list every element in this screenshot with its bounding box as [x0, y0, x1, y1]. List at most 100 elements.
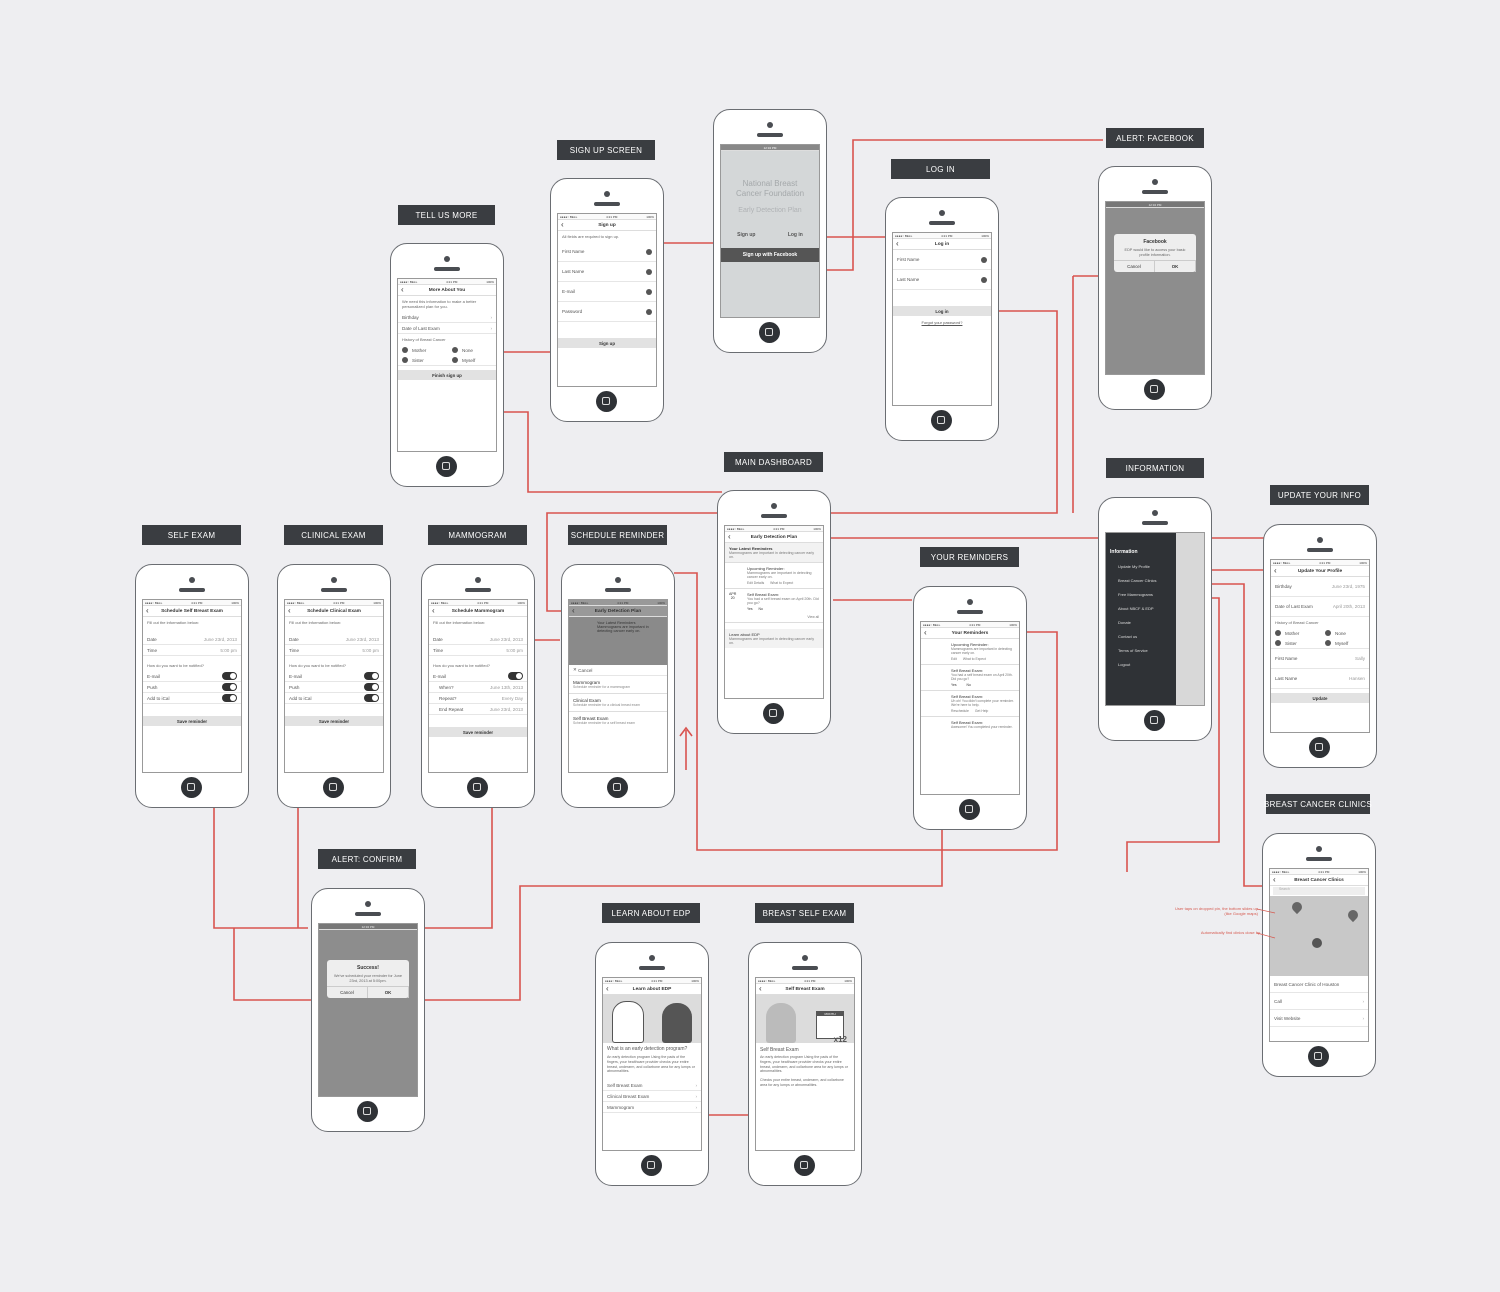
home-button[interactable] [607, 777, 628, 798]
save-reminder-button[interactable]: Save reminder [429, 727, 527, 737]
home-button[interactable] [641, 1155, 662, 1176]
home-button[interactable] [931, 410, 952, 431]
menu-contact[interactable]: Contact us [1118, 633, 1138, 639]
check-icon[interactable] [1325, 630, 1331, 636]
ok-button[interactable]: OK [368, 987, 409, 999]
menu-free-mammograms[interactable]: Free Mammograms [1118, 591, 1153, 597]
password-field[interactable]: Password [558, 302, 656, 322]
push-toggle[interactable] [222, 683, 237, 691]
home-button[interactable] [763, 703, 784, 724]
cancel-button[interactable]: Cancel [1114, 261, 1155, 273]
check-icon[interactable] [402, 357, 408, 363]
home-button[interactable] [759, 322, 780, 343]
home-button[interactable] [959, 799, 980, 820]
home-button[interactable] [467, 777, 488, 798]
yes-button[interactable]: Yes [747, 607, 753, 611]
link-mammogram[interactable]: Mammogram› [603, 1102, 701, 1114]
upcoming-card[interactable]: Upcoming Reminder:Mammograms are importa… [725, 563, 823, 589]
edit-button[interactable]: Edit [951, 657, 957, 661]
home-button[interactable] [794, 1155, 815, 1176]
save-reminder-button[interactable]: Save reminder [285, 716, 383, 726]
self-exam-item-3[interactable]: Self Breast Exam:Awesome! You completed … [921, 717, 1019, 732]
last-name-field[interactable]: Last Name [558, 262, 656, 282]
repeat-field[interactable]: Repeat?Every Day [429, 693, 527, 704]
home-button[interactable] [596, 391, 617, 412]
search-input[interactable]: Search [1273, 887, 1365, 895]
home-button[interactable] [1144, 379, 1165, 400]
menu-terms[interactable]: Terms of Service [1118, 647, 1148, 653]
log-in-button[interactable]: Log in [893, 306, 991, 316]
what-to-expect-button[interactable]: What to Expect [770, 581, 794, 585]
check-icon[interactable] [1325, 640, 1331, 646]
home-button[interactable] [436, 456, 457, 477]
map-pin-icon[interactable] [1289, 899, 1305, 915]
view-all-link[interactable]: View all [807, 615, 819, 619]
cancel-button[interactable]: Cancel [327, 987, 368, 999]
no-button[interactable]: No [758, 607, 763, 611]
email-toggle[interactable] [508, 672, 523, 680]
check-icon[interactable] [452, 357, 458, 363]
menu-about[interactable]: About NBCF & EDP [1118, 605, 1154, 611]
email-field[interactable]: E-mail [558, 282, 656, 302]
home-button[interactable] [357, 1101, 378, 1122]
update-button[interactable]: Update [1271, 693, 1369, 703]
check-icon[interactable] [402, 347, 408, 353]
last-name-field[interactable]: Last Name [893, 270, 991, 290]
save-reminder-button[interactable]: Save reminder [143, 716, 241, 726]
push-toggle[interactable] [364, 683, 379, 691]
menu-donate[interactable]: Donate [1118, 619, 1131, 625]
home-button[interactable] [1309, 737, 1330, 758]
edit-details-button[interactable]: Edit Details [747, 581, 765, 585]
check-icon[interactable] [1275, 630, 1281, 636]
check-icon[interactable] [452, 347, 458, 353]
visit-website-button[interactable]: Visit Website› [1270, 1010, 1368, 1027]
splash-sign-up-button[interactable]: Sign up [737, 232, 756, 238]
no-button[interactable]: No [966, 683, 971, 687]
link-clinical-exam[interactable]: Clinical Breast Exam› [603, 1091, 701, 1103]
facebook-button[interactable]: Sign up with Facebook [721, 248, 819, 262]
link-self-exam[interactable]: Self Breast Exam› [603, 1080, 701, 1092]
self-exam-item-2[interactable]: Self Breast Exam:Uh oh! You didn't compl… [921, 691, 1019, 717]
first-name-field[interactable]: First Name [558, 242, 656, 262]
ical-toggle[interactable] [222, 694, 237, 702]
call-button[interactable]: Call› [1270, 993, 1368, 1010]
what-to-expect-button[interactable]: What to Expect [962, 657, 986, 661]
check-icon[interactable] [1275, 640, 1281, 646]
ical-toggle[interactable] [364, 694, 379, 702]
ok-button[interactable]: OK [1155, 261, 1196, 273]
home-button[interactable] [1144, 710, 1165, 731]
last-exam-field[interactable]: Date of Last Exam› [398, 323, 496, 334]
reschedule-button[interactable]: Reschedule [951, 709, 969, 713]
when-field[interactable]: When?June 13th, 2013 [429, 682, 527, 693]
yes-button[interactable]: Yes [951, 683, 957, 687]
home-button[interactable] [181, 777, 202, 798]
email-toggle[interactable] [364, 672, 379, 680]
first-name-field[interactable]: First Name [893, 250, 991, 270]
splash-log-in-button[interactable]: Log in [787, 232, 803, 238]
cancel-button[interactable]: ✕ Cancel [569, 665, 667, 676]
finish-signup-button[interactable]: Finish sign up [398, 370, 496, 380]
sign-up-button[interactable]: Sign up [558, 338, 656, 348]
home-button[interactable] [1308, 1046, 1329, 1067]
clinics-map[interactable] [1270, 896, 1368, 976]
home-button[interactable] [323, 777, 344, 798]
birthday-field[interactable]: Birthday› [398, 312, 496, 323]
get-help-button[interactable]: Get Help [974, 709, 989, 713]
